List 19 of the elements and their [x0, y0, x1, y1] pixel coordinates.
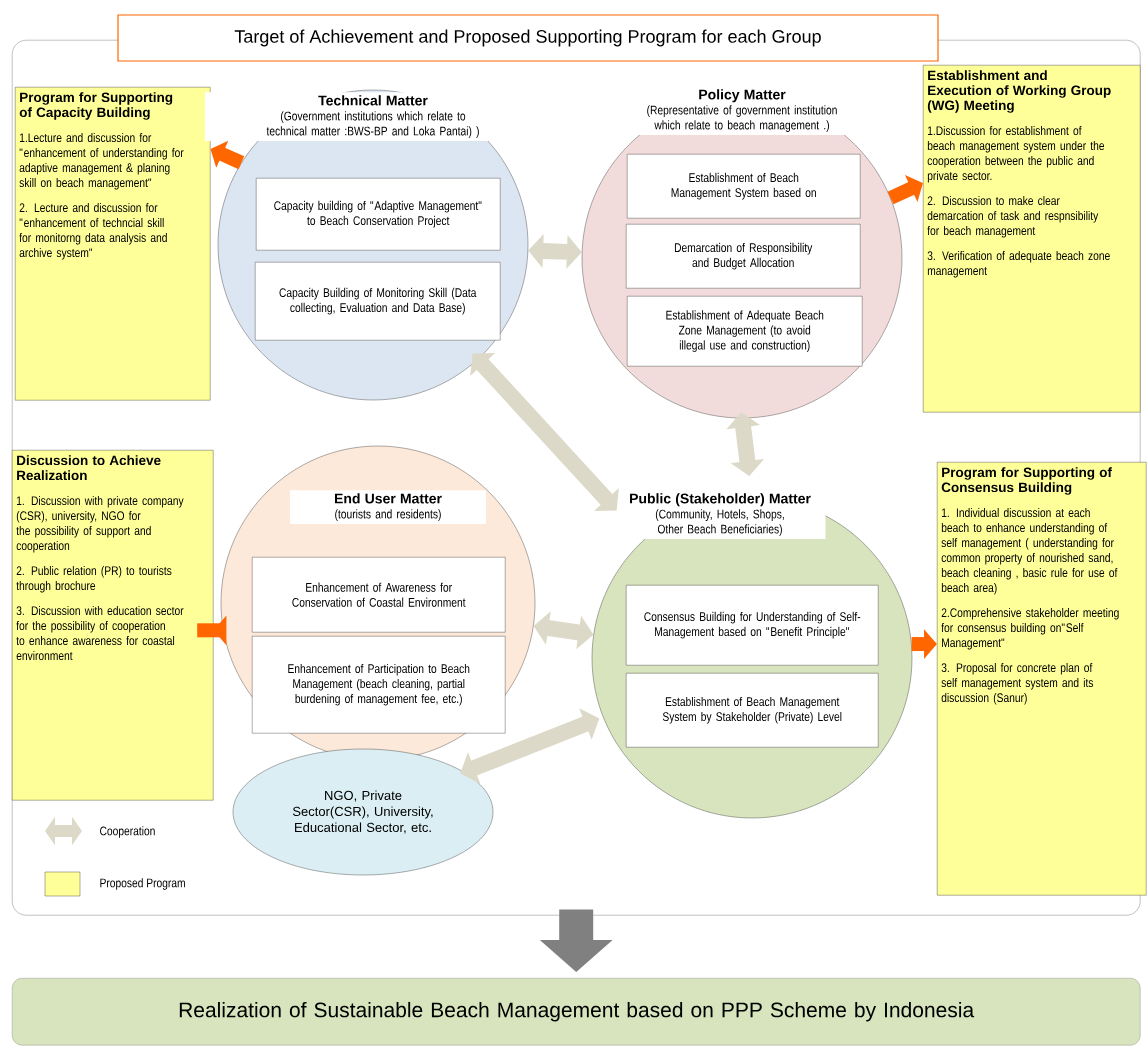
task-box: Establishment of Beach Management System by Stakeholder (Private) Level — [626, 673, 879, 748]
task-box: Establishment of Adequate Beach Zone Management (to avoid illegal use and construction) — [627, 296, 863, 367]
arrow — [887, 174, 923, 205]
program-box: Program for Supporting of Consensus Building 1. Individual discussion at each beach to enhance understanding of self management ( understanding for common property of nourished sand, beach cleaning , basic rule for use of beach area) 2.Comprehensive stakeholder meeting for consensus building on"Self Management" 3. Proposal for concrete plan of self management system and its discussion (Sanur) — [937, 462, 1147, 896]
task-box: Demarcation of Responsibility and Budget Allocation — [626, 224, 861, 289]
program-box: Discussion to Achieve Realization 1. Discussion with private company (CSR), university, NGO for the possibility of support and cooperation 2. Public relation (PR) to tourists through brochure 3. Discussion with education sector for the possibility of cooperation to enhance awareness for coastal environment — [12, 450, 214, 801]
arrow — [726, 412, 765, 476]
arrow — [470, 353, 619, 511]
result-box: Realization of Sustainable Beach Management based on PPP Scheme by Indonesia — [12, 978, 1141, 1046]
legend-label: Proposed Program — [100, 878, 185, 890]
task-box: Enhancement of Awareness for Conservation of Coastal Environment — [252, 557, 506, 633]
program-box: Establishment and Execution of Working Group (WG) Meeting 1.Discussion for establishment of beach management system under the cooperation between the public and private sector. 2. Discussion to make clear demarcation of task and respnsibility for beach management 3. Verification of adequate beach zone management — [923, 65, 1141, 413]
task-box: Capacity Building of Monitoring Skill (Data collecting, Evaluation and Data Base) — [255, 262, 501, 341]
task-box: Consensus Building for Understanding of Self- Management based on "Benefit Principle" — [626, 585, 879, 666]
program-box: Program for Supporting of Capacity Building 1.Lecture and discussion for "enhancement of understanding for adaptive management & planing skill on beach management" 2. Lecture and discussion for "enhancement of techncial skill for monitorng data analysis and archive system" — [15, 87, 211, 401]
legend-label: Cooperation — [100, 826, 155, 838]
task-box: Establishment of Beach Management System based on — [627, 154, 861, 219]
task-box: Enhancement of Participation to Beach Management (beach cleaning, partial burdening of management fee, etc.) — [252, 636, 506, 734]
task-box: Capacity building of "Adaptive Management" to Beach Conservation Project — [256, 178, 501, 251]
